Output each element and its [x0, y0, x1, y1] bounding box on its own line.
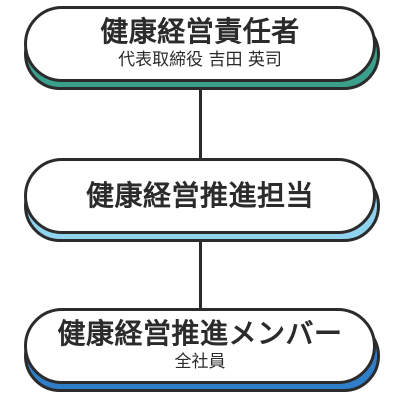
- node-subtitle: 代表取締役 吉田 英司: [118, 50, 282, 71]
- node-face: 健康経営推進メンバー 全社員: [24, 308, 376, 384]
- node-face: 健康経営責任者 代表取締役 吉田 英司: [24, 6, 376, 82]
- connector-line-2: [199, 242, 202, 312]
- connector-line-1: [199, 88, 202, 166]
- node-title: 健康経営推進担当: [85, 178, 314, 212]
- node-title: 健康経営責任者: [100, 15, 300, 49]
- node-subtitle: 全社員: [174, 352, 226, 373]
- org-node-promotion-lead: 健康経営推進担当: [24, 158, 380, 242]
- org-node-promotion-members: 健康経営推進メンバー 全社員: [24, 308, 380, 392]
- org-node-health-manager: 健康経営責任者 代表取締役 吉田 英司: [24, 6, 380, 90]
- node-face: 健康経営推進担当: [24, 158, 376, 234]
- node-title: 健康経営推進メンバー: [57, 317, 343, 351]
